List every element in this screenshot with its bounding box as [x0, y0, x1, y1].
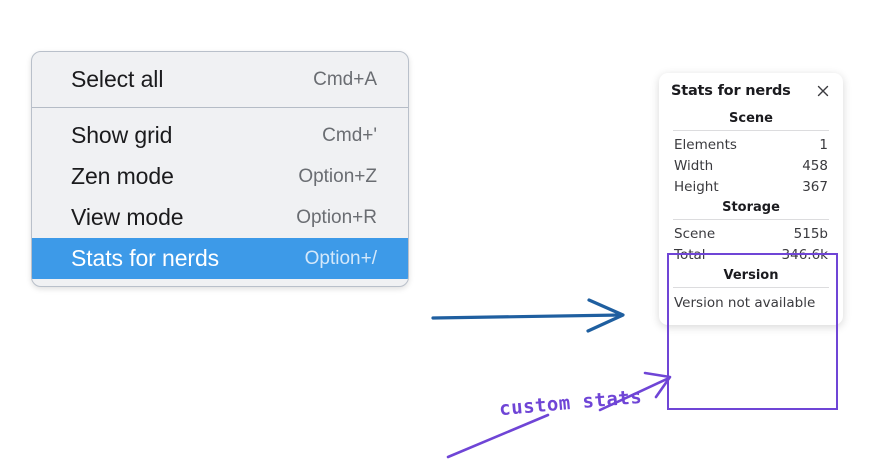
- menu-item-view-mode[interactable]: View mode Option+R: [32, 197, 408, 238]
- stat-value: 458: [802, 157, 828, 174]
- menu-item-label: Stats for nerds: [71, 245, 220, 271]
- stat-row: Total 346.6k: [671, 244, 831, 265]
- menu-section-2: Show grid Cmd+' Zen mode Option+Z View m…: [32, 107, 408, 286]
- section-title-scene: Scene: [729, 111, 773, 126]
- stat-value: 346.6k: [781, 246, 828, 263]
- section-title-version: Version: [723, 268, 779, 283]
- menu-item-shortcut: Option+Z: [298, 165, 377, 187]
- menu-item-select-all[interactable]: Select all Cmd+A: [32, 59, 408, 100]
- section-title-storage: Storage: [722, 200, 780, 215]
- stat-row: Height 367: [671, 176, 831, 197]
- menu-item-label: Zen mode: [71, 163, 174, 189]
- menu-item-label: Select all: [71, 66, 164, 92]
- divider: [673, 219, 829, 220]
- menu-item-label: Show grid: [71, 122, 173, 148]
- arrow-right-icon: [431, 298, 625, 333]
- canvas-context-menu[interactable]: Select all Cmd+A Show grid Cmd+' Zen mod…: [31, 51, 409, 287]
- menu-item-shortcut: Cmd+A: [313, 68, 377, 90]
- stat-row: Scene 515b: [671, 223, 831, 244]
- stats-for-nerds-panel: Stats for nerds Scene Elements 1 Width 4…: [659, 73, 843, 325]
- menu-item-shortcut: Option+R: [296, 206, 377, 228]
- menu-item-show-grid[interactable]: Show grid Cmd+': [32, 115, 408, 156]
- stat-row: Elements 1: [671, 134, 831, 155]
- menu-item-stats-for-nerds[interactable]: Stats for nerds Option+/: [32, 238, 408, 279]
- stat-value: 1: [819, 136, 828, 153]
- menu-item-label: View mode: [71, 204, 184, 230]
- stat-value: 367: [802, 178, 828, 195]
- underline-stroke: [446, 413, 550, 459]
- version-value: Version not available: [674, 295, 816, 311]
- menu-item-shortcut: Option+/: [304, 247, 377, 269]
- panel-header: Stats for nerds: [671, 83, 831, 99]
- menu-section-1: Select all Cmd+A: [32, 52, 408, 107]
- stat-row: Width 458: [671, 155, 831, 176]
- close-icon[interactable]: [815, 83, 831, 99]
- divider: [673, 287, 829, 288]
- stat-label: Width: [674, 157, 714, 174]
- custom-stats-annotation-label: custom stats: [498, 385, 643, 421]
- panel-title: Stats for nerds: [671, 83, 791, 99]
- stat-label: Elements: [674, 136, 737, 153]
- divider: [673, 130, 829, 131]
- menu-item-shortcut: Cmd+': [322, 124, 377, 146]
- stat-label: Scene: [674, 225, 716, 242]
- stat-label: Height: [674, 178, 719, 195]
- menu-item-zen-mode[interactable]: Zen mode Option+Z: [32, 156, 408, 197]
- stat-value: 515b: [793, 225, 828, 242]
- stat-label: Total: [674, 246, 706, 263]
